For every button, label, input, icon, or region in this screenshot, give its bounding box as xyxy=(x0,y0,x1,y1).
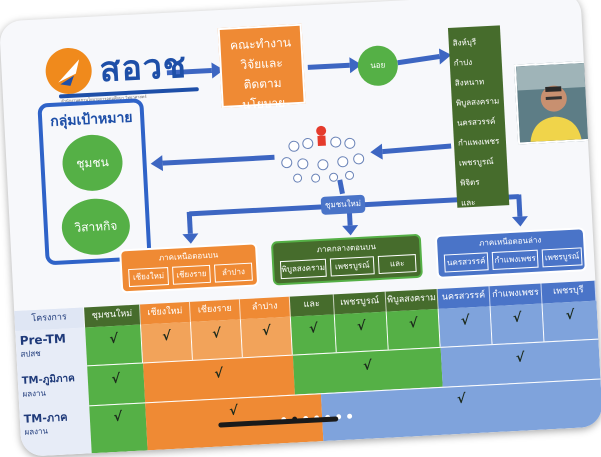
table-header-cell: เชียงใหม่ xyxy=(139,301,191,325)
committee-line2: วิจัยและติดตาม xyxy=(240,55,284,92)
check-mark: √ xyxy=(512,310,522,327)
check-mark: √ xyxy=(408,316,419,332)
carousel-dot[interactable] xyxy=(346,413,353,419)
agency-item: เพชรบูรณ์ xyxy=(458,156,494,168)
agency-item: สิงห์บุรี xyxy=(452,37,477,48)
row-sub: ผลงาน xyxy=(22,388,47,399)
agency-item: และ xyxy=(460,197,476,208)
logo-icon xyxy=(44,46,93,96)
check-mark: √ xyxy=(211,326,222,342)
table-header-cell: เพชรบูรณ์ xyxy=(333,291,387,315)
table-header-cell: ลำปาง xyxy=(239,296,291,320)
committee-box: คณะทำงาน วิจัยและติดตาม นโยบาย xyxy=(217,23,306,112)
sector-chip: เพชรบูรณ์ xyxy=(329,256,375,277)
check-mark: √ xyxy=(109,331,119,348)
table-row-label: Pre-TM สปสช xyxy=(15,329,86,363)
video-call-thumbnail[interactable] xyxy=(513,60,591,145)
check-mark: √ xyxy=(111,371,121,388)
committee-line1: คณะทำงาน xyxy=(229,35,292,53)
summary-table: โครงการ ชุมชนใหม่ เชียงใหม่ เชียงราย ลำป… xyxy=(14,280,601,457)
agency-item: พิจิตร xyxy=(459,177,480,188)
table-header-cell: นครสวรรค์ xyxy=(437,286,491,309)
agency-item: กำแพงเพชร xyxy=(457,136,500,148)
sector-chip: ลำปาง xyxy=(214,262,253,283)
table-header-cell: เชียงราย xyxy=(189,299,241,322)
target-item-community: ชุมชน xyxy=(61,133,124,193)
agency-item: กำปง xyxy=(453,57,473,68)
check-mark: √ xyxy=(113,409,123,426)
target-group-panel: กลุ่มเป้าหมาย ชุมชน วิสาหกิจ xyxy=(37,98,152,266)
sector-chip: กำแพงเพชร xyxy=(491,249,539,271)
check-mark: √ xyxy=(161,328,172,345)
sector-north-upper: ภาคเหนือตอนบน เชียงใหม่ เชียงราย ลำปาง xyxy=(119,242,260,294)
target-item-enterprise: วิสาหกิจ xyxy=(60,196,132,257)
people-network-icon xyxy=(281,125,365,183)
sector-chip: เชียงราย xyxy=(172,264,211,285)
agency-item: สิงหนาท xyxy=(454,77,485,88)
committee-line3: นโยบาย xyxy=(241,95,286,112)
agency-item: นครสวรรค์ xyxy=(456,116,496,128)
agency-list: สิงห์บุรี กำปง สิงหนาท พิบูลสงคราม นครสว… xyxy=(447,25,510,208)
check-mark: √ xyxy=(565,307,575,324)
target-group-title: กลุ่มเป้าหมาย xyxy=(49,109,133,130)
sector-chip: พิบูลสงคราม xyxy=(279,258,327,280)
sector-chip: เพชรบูรณ์ xyxy=(541,247,583,268)
check-mark: √ xyxy=(308,321,319,337)
table-row-label: TM-ภาค ผลงาน xyxy=(19,407,90,441)
table-header-cell: กำแพงเพชร xyxy=(489,283,543,307)
agency-item: พิบูลสงคราม xyxy=(455,96,500,108)
person-video-icon xyxy=(516,62,591,145)
sector-north-lower: ภาคเหนือตอนล่าง นครสวรรค์ กำแพงเพชร เพชร… xyxy=(434,227,587,279)
table-row-label: TM-ภูมิภาค ผลงาน xyxy=(17,369,88,403)
sector-central-upper: ภาคกลางตอนบน พิบูลสงคราม เพชรบูรณ์ และ xyxy=(270,233,423,286)
table-header-cell: และ xyxy=(289,294,335,317)
sector-chip: นครสวรรค์ xyxy=(443,252,489,273)
table-header-cell: พิบูลสงคราม xyxy=(385,288,439,312)
network-label: ชุมชนใหม่ xyxy=(320,194,366,215)
row-sub: ผลงาน xyxy=(24,426,49,437)
sector-chip: เชียงใหม่ xyxy=(128,267,170,288)
check-mark: √ xyxy=(261,323,272,340)
check-mark: √ xyxy=(460,313,471,329)
check-mark: √ xyxy=(356,318,367,335)
sector-chip: และ xyxy=(377,254,417,275)
row-sub: สปสช xyxy=(20,348,41,359)
